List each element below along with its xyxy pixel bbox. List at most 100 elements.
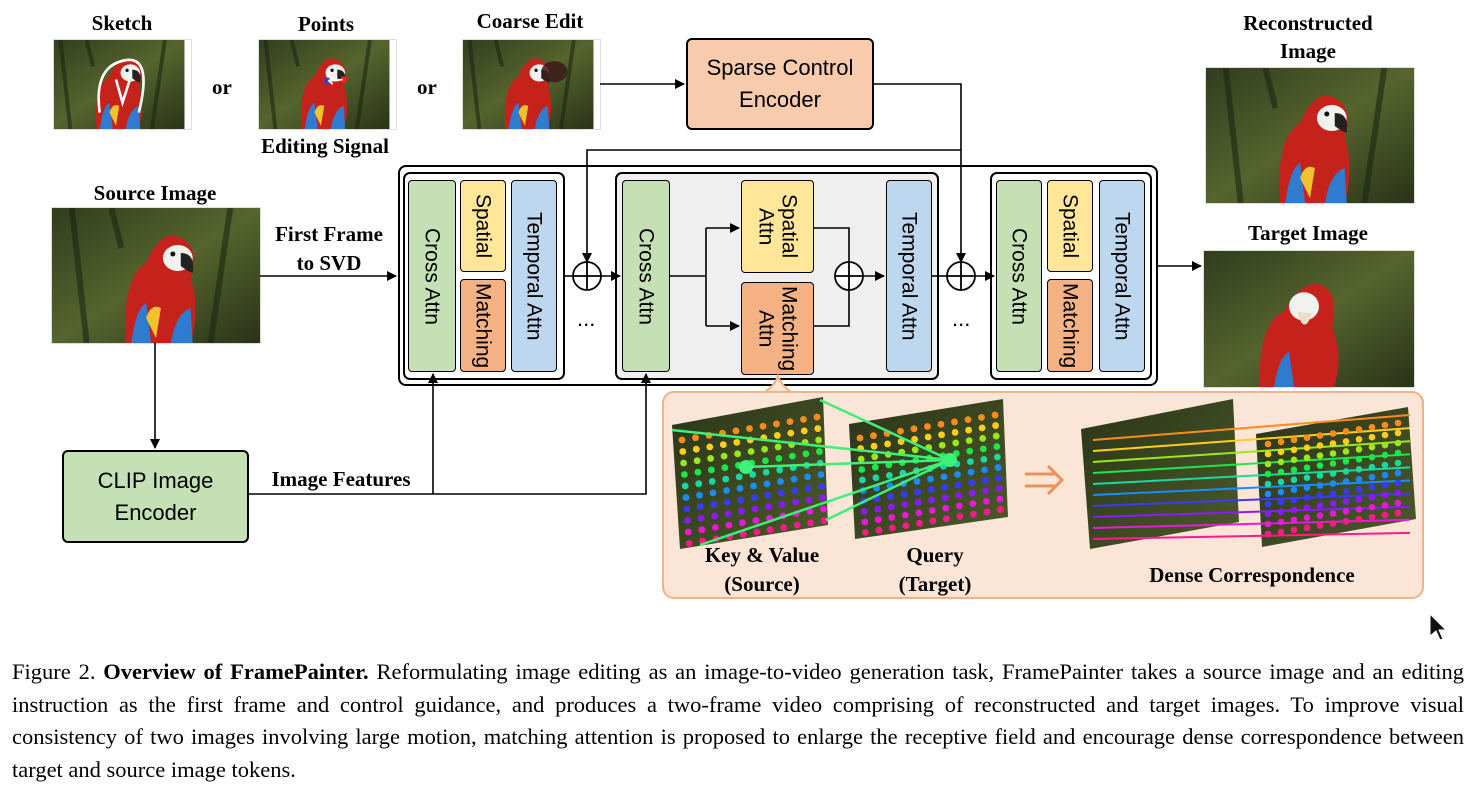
feature-point [816,448,823,455]
feature-point [1381,511,1389,519]
reconstructed-label-line2: Image [1280,39,1336,63]
feature-point [860,508,868,515]
feature-point [1316,432,1324,439]
feature-point [915,509,923,517]
feature-point [1394,479,1402,487]
feature-point [924,433,932,441]
feature-point [993,443,1001,450]
feature-point [1355,476,1363,483]
feature-point [786,418,794,426]
feature-point [791,487,799,495]
feature-point [793,521,801,529]
feature-point [1316,492,1324,499]
feature-point [982,487,990,495]
feature-point [1394,449,1402,457]
feature-point [927,486,935,493]
feature-point [813,413,821,421]
feature-point [1329,510,1337,517]
feature-point [1355,436,1363,443]
spatial-1: Spatial [460,180,506,272]
cross-attn-1: Cross Attn [408,180,456,372]
key-value-label-line1: Key & Value [704,543,820,567]
feature-point [1290,516,1298,524]
feature-point [991,411,999,419]
feature-point [1277,498,1285,506]
feature-point [956,513,964,520]
query-label-line1: Query [906,543,964,567]
feature-point [800,427,808,435]
feature-point [1316,522,1324,529]
feature-point [685,540,693,547]
feature-point [1303,434,1311,442]
double-arrow-icon [1025,464,1065,496]
first-frame-label-line1: First Frame [275,222,383,246]
correspondence-line [1092,440,1411,463]
feature-point [820,505,827,513]
feature-point [763,480,771,488]
feature-point [979,434,987,442]
feature-point [762,457,769,465]
feature-point [924,423,931,430]
feature-point [1368,463,1376,471]
feature-point [1381,431,1389,439]
feature-point [698,526,706,534]
feature-point [1329,490,1337,497]
temporal-attn-1: Temporal Attn [511,180,557,372]
feature-point [1303,504,1311,512]
feature-point [752,517,760,524]
feature-point [723,498,731,506]
feature-point [858,466,866,473]
feature-point [870,442,878,450]
temporal-attn-3: Temporal Attn [1099,180,1145,372]
feature-point [952,439,960,447]
feature-point [910,425,918,433]
feature-point [874,516,882,524]
feature-point [1329,440,1337,447]
feature-point [806,507,814,515]
feature-point [817,471,825,478]
reconstructed-label-line1: Reconstructed [1243,11,1373,35]
or-label-2: or [417,75,437,99]
feature-point [777,489,785,497]
feature-point [1303,444,1311,452]
feature-point [723,487,730,495]
feature-point [725,521,733,529]
feature-point [1342,488,1350,495]
feature-point [1355,516,1363,523]
feature-point [1264,440,1272,448]
feature-point [773,432,781,439]
temporal-attn-2: Temporal Attn [886,180,932,372]
feature-point [707,455,714,462]
feature-point [1381,451,1389,459]
feature-point [871,453,879,461]
figure-caption: Figure 2. Overview of FramePainter. Refo… [12,656,1464,786]
correspondence-line [1092,492,1411,507]
feature-point [994,464,1002,471]
feature-point [887,493,894,500]
feature-point [1342,458,1350,465]
feature-point [941,494,949,502]
feature-point [859,476,866,484]
feature-point [1264,480,1272,488]
feature-point [694,468,702,476]
feature-point [753,528,761,536]
points-image [258,39,397,130]
feature-point [684,517,691,524]
feature-point [1277,488,1285,496]
feature-point [685,528,692,536]
cross-attn-3: Cross Attn [996,180,1042,372]
feature-point [708,466,715,474]
feature-point [721,464,729,472]
points-label: Points [297,12,354,36]
feature-point [940,473,948,481]
feature-point [1381,481,1389,489]
feature-point [709,489,717,497]
feature-point [1316,512,1324,519]
feature-point [773,420,780,428]
feature-point [805,496,813,504]
target-image-label: Target Image [1248,221,1368,245]
feature-point [981,476,989,484]
feature-point [1329,500,1337,507]
feature-point [1303,474,1311,482]
